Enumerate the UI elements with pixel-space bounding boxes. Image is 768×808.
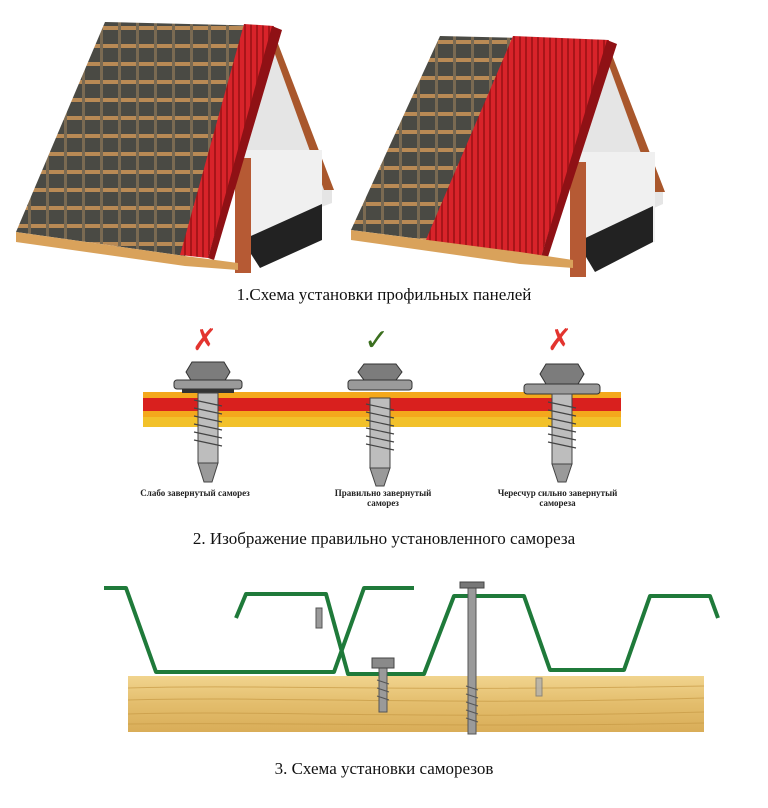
check-mark-icon: ✓ [364,323,390,358]
screw-loose [173,361,243,483]
caption-screw-scheme: 2. Изображение правильно установленного … [192,529,576,548]
roof-illustration-full [351,36,665,277]
caption-fastening-scheme: 3. Схема установки саморезов [274,759,494,778]
roof-illustration-partial [16,22,334,273]
screw-overtight [523,363,601,483]
caption-roof-scheme: 1.Схема установки профильных панелей [236,285,532,304]
screw-label-overtight: Чересчур сильно завернутый самореза [497,488,618,508]
profile-sheet-on-batten [104,581,720,735]
screw-label-correct: Правильно завернутый саморез [334,488,432,508]
wrong-mark-icon-1: ✗ [192,323,218,358]
wooden-batten [128,676,704,732]
wrong-mark-icon-2: ✗ [547,323,573,358]
screw-label-loose: Слабо завернутый саморез [140,488,250,498]
screw-correct [347,363,413,487]
